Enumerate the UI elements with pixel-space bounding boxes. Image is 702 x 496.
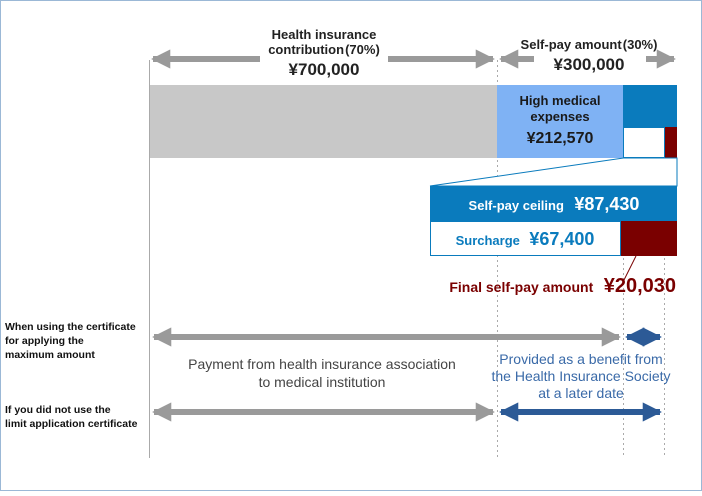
contribution-bar [150, 85, 497, 158]
surcharge-box [430, 221, 621, 256]
contribution-label-line2: contribution (70%) [268, 42, 380, 57]
surcharge-amount: ¥67,400 [529, 229, 594, 249]
benefit-line2: the Health Insurance Society [492, 368, 671, 384]
high-medical-label-line1: High medical [520, 93, 601, 108]
benefit-line1: Provided as a benefit from [499, 351, 662, 367]
final-self-pay-box [621, 221, 677, 256]
with-cert-label-line1: When using the certificate [5, 321, 136, 333]
high-medical-label-line2: expenses [530, 109, 589, 124]
with-cert-label-line2: for applying the [5, 335, 84, 347]
surcharge-label: Surcharge [456, 233, 520, 248]
final-bar-segment [665, 127, 677, 158]
zoom-connector [429, 157, 678, 187]
self-pay-label: Self-pay amount (30%) [521, 37, 658, 52]
final-self-pay-label: Final self-pay amount [449, 279, 593, 295]
contribution-amount: ¥700,000 [289, 60, 360, 79]
high-medical-bar [497, 85, 623, 158]
association-payment-line2: to medical institution [259, 374, 386, 390]
final-self-pay-text: Final self-pay amount ¥20,030 [449, 275, 676, 297]
benefit-line3: at a later date [538, 385, 624, 401]
self-pay-ceiling-label: Self-pay ceiling [469, 198, 564, 213]
contribution-label-line1: Health insurance [272, 27, 377, 42]
self-pay-ceiling-box [430, 186, 677, 221]
final-pointer-line [623, 255, 637, 281]
high-medical-amount: ¥212,570 [527, 130, 594, 147]
final-self-pay-amount: ¥20,030 [604, 275, 676, 297]
self-pay-amount: ¥300,000 [554, 55, 625, 74]
without-cert-label-line2: limit application certificate [5, 418, 138, 430]
self-pay-ceiling-text: Self-pay ceiling ¥87,430 [469, 194, 640, 214]
surcharge-text: Surcharge ¥67,400 [456, 229, 595, 249]
ceiling-bar-segment [623, 85, 677, 127]
with-cert-label-line3: maximum amount [5, 349, 95, 361]
surcharge-bar-segment [623, 127, 665, 158]
association-payment-line1: Payment from health insurance associatio… [188, 356, 456, 372]
self-pay-ceiling-amount: ¥87,430 [574, 194, 639, 214]
without-cert-label-line1: If you did not use the [5, 404, 111, 416]
